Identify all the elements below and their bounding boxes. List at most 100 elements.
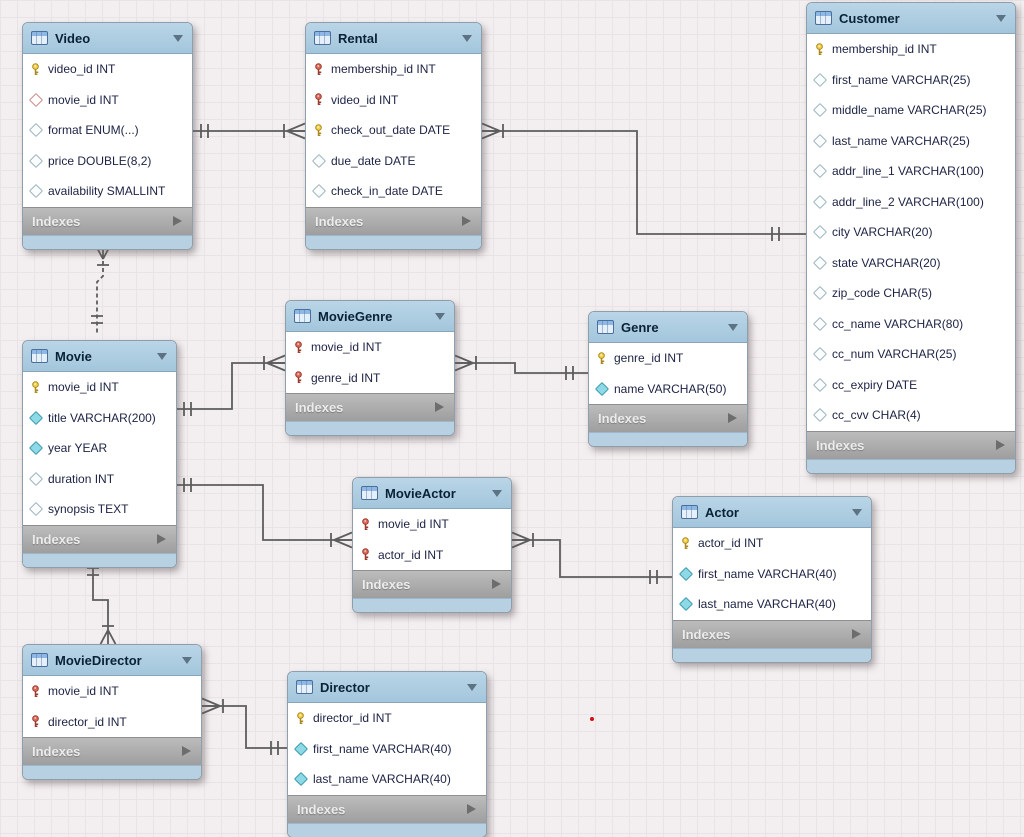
table-video-header[interactable]: Video	[23, 23, 192, 54]
table-column[interactable]: cc_num VARCHAR(25)	[807, 339, 1015, 370]
collapse-arrow-icon[interactable]	[996, 15, 1006, 22]
table-column[interactable]: first_name VARCHAR(40)	[673, 559, 871, 590]
table-column[interactable]: due_date DATE	[306, 146, 481, 177]
expand-arrow-icon[interactable]	[728, 413, 737, 423]
table-column[interactable]: video_id INT	[306, 85, 481, 116]
collapse-arrow-icon[interactable]	[157, 353, 167, 360]
indexes-bar[interactable]: Indexes	[23, 206, 192, 235]
table-column[interactable]: addr_line_1 VARCHAR(100)	[807, 156, 1015, 187]
indexes-bar[interactable]: Indexes	[23, 524, 176, 553]
indexes-bar[interactable]: Indexes	[288, 794, 486, 823]
table-column[interactable]: cc_expiry DATE	[807, 370, 1015, 401]
table-column[interactable]: director_id INT	[288, 703, 486, 734]
table-column[interactable]: genre_id INT	[589, 343, 747, 374]
table-column[interactable]: format ENUM(...)	[23, 115, 192, 146]
table-column[interactable]: check_in_date DATE	[306, 176, 481, 207]
table-column[interactable]: cc_name VARCHAR(80)	[807, 309, 1015, 340]
indexes-bar[interactable]: Indexes	[353, 570, 511, 598]
table-column[interactable]: movie_id INT	[353, 509, 511, 540]
collapse-arrow-icon[interactable]	[852, 509, 862, 516]
table-column[interactable]: synopsis TEXT	[23, 494, 176, 525]
table-column[interactable]: zip_code CHAR(5)	[807, 278, 1015, 309]
indexes-bar[interactable]: Indexes	[807, 430, 1015, 459]
indexes-bar[interactable]: Indexes	[286, 393, 454, 421]
collapse-arrow-icon[interactable]	[492, 490, 502, 497]
table-customer-header[interactable]: Customer	[807, 3, 1015, 34]
table-column[interactable]: year YEAR	[23, 433, 176, 464]
indexes-bar[interactable]: Indexes	[673, 619, 871, 648]
collapse-arrow-icon[interactable]	[435, 313, 445, 320]
expand-arrow-icon[interactable]	[182, 746, 191, 756]
expand-arrow-icon[interactable]	[435, 402, 444, 412]
table-column[interactable]: director_id INT	[23, 707, 201, 738]
table-column[interactable]: duration INT	[23, 464, 176, 495]
table-column[interactable]: middle_name VARCHAR(25)	[807, 95, 1015, 126]
table-column[interactable]: last_name VARCHAR(25)	[807, 126, 1015, 157]
table-column[interactable]: availability SMALLINT	[23, 176, 192, 207]
expand-arrow-icon[interactable]	[996, 439, 1005, 450]
table-moviegenre-header[interactable]: MovieGenre	[286, 301, 454, 332]
table-column[interactable]: actor_id INT	[353, 540, 511, 571]
table-column[interactable]: city VARCHAR(20)	[807, 217, 1015, 248]
table-movieactor-header[interactable]: MovieActor	[353, 478, 511, 509]
table-rental-header[interactable]: Rental	[306, 23, 481, 54]
relationship-genre-moviegenre[interactable]	[454, 354, 588, 381]
table-director-header[interactable]: Director	[288, 672, 486, 703]
expand-arrow-icon[interactable]	[173, 215, 182, 226]
table-actor-header[interactable]: Actor	[673, 497, 871, 528]
collapse-arrow-icon[interactable]	[173, 35, 183, 42]
table-column[interactable]: first_name VARCHAR(40)	[288, 734, 486, 765]
table-column[interactable]: price DOUBLE(8,2)	[23, 146, 192, 177]
table-column[interactable]: check_out_date DATE	[306, 115, 481, 146]
table-column[interactable]: title VARCHAR(200)	[23, 403, 176, 434]
table-column[interactable]: actor_id INT	[673, 528, 871, 559]
table-column[interactable]: addr_line_2 VARCHAR(100)	[807, 187, 1015, 218]
table-column[interactable]: genre_id INT	[286, 363, 454, 394]
indexes-bar[interactable]: Indexes	[589, 404, 747, 432]
expand-arrow-icon[interactable]	[467, 803, 476, 814]
expand-arrow-icon[interactable]	[492, 579, 501, 589]
relationship-director-moviedirector[interactable]	[201, 697, 287, 756]
relationship-video-rental[interactable]	[193, 122, 306, 140]
expand-arrow-icon[interactable]	[852, 628, 861, 639]
table-column[interactable]: cc_cvv CHAR(4)	[807, 400, 1015, 431]
relationship-movie-video[interactable]	[91, 244, 112, 335]
table-column[interactable]: first_name VARCHAR(25)	[807, 65, 1015, 96]
collapse-arrow-icon[interactable]	[182, 657, 192, 664]
table-column[interactable]: movie_id INT	[23, 372, 176, 403]
relationship-movie-moviedirector[interactable]	[87, 561, 117, 645]
table-moviedirector-header[interactable]: MovieDirector	[23, 645, 201, 676]
table-column[interactable]: last_name VARCHAR(40)	[288, 764, 486, 795]
collapse-arrow-icon[interactable]	[728, 324, 738, 331]
table-column[interactable]: state VARCHAR(20)	[807, 248, 1015, 279]
table-genre-header[interactable]: Genre	[589, 312, 747, 343]
table-movie-header[interactable]: Movie	[23, 341, 176, 372]
indexes-bar[interactable]: Indexes	[306, 206, 481, 235]
expand-arrow-icon[interactable]	[462, 215, 471, 226]
table-column[interactable]: membership_id INT	[306, 54, 481, 85]
relationship-actor-movieactor[interactable]	[511, 531, 672, 585]
table-column[interactable]: movie_id INT	[23, 676, 201, 707]
table-column[interactable]: last_name VARCHAR(40)	[673, 589, 871, 620]
table-column[interactable]: movie_id INT	[286, 332, 454, 363]
collapse-arrow-icon[interactable]	[467, 684, 477, 691]
indexes-bar[interactable]: Indexes	[23, 737, 201, 765]
expand-arrow-icon[interactable]	[157, 533, 166, 544]
table-column[interactable]: video_id INT	[23, 54, 192, 85]
table-column[interactable]: name VARCHAR(50)	[589, 374, 747, 405]
relationship-movie-movieactor[interactable]	[177, 478, 353, 549]
collapse-arrow-icon[interactable]	[462, 35, 472, 42]
relationship-movie-moviegenre[interactable]	[177, 354, 286, 417]
table-column[interactable]: movie_id INT	[23, 85, 192, 116]
